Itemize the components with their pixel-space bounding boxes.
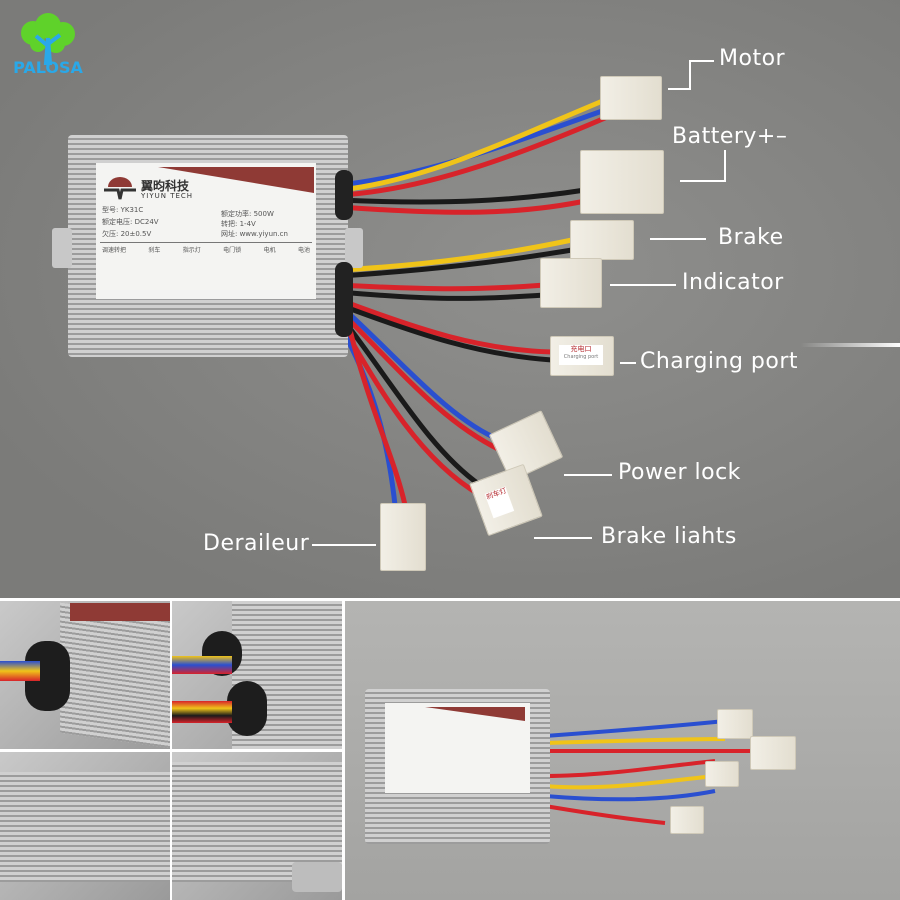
overview-connector <box>705 761 739 787</box>
brake-lights-callout: Brake liahts <box>601 524 737 549</box>
brand-cn: 翼昀科技 <box>141 179 190 193</box>
voltage-text: 额定电压: DC24V <box>102 218 159 226</box>
model-text: 型号: YK31C <box>102 206 144 214</box>
cable-grommet <box>335 170 353 220</box>
power-text: 额定功率: 500W <box>221 210 274 218</box>
indicator-callout: Indicator <box>682 270 784 295</box>
callout-line <box>680 180 726 182</box>
power-lock-callout: Power lock <box>618 460 741 485</box>
callout-line <box>312 544 376 546</box>
port-label: 调速转把 <box>102 247 127 254</box>
port-label: 刹车 <box>148 247 161 254</box>
callout-line <box>689 60 714 62</box>
palosa-tree-logo-icon <box>21 13 75 65</box>
brake-connector <box>570 220 634 260</box>
undervoltage-text: 欠压: 20±0.5V <box>102 230 152 238</box>
tag-cn: 充电口 <box>570 345 592 353</box>
tag-en: Charging port <box>563 354 599 360</box>
detail-photo-corner <box>0 752 170 900</box>
overview-connector <box>750 736 796 770</box>
cable-grommet <box>335 262 353 337</box>
yiyun-logo-icon <box>104 177 136 200</box>
motor-callout: Motor <box>719 46 786 71</box>
charging-port-callout: Charging port <box>640 349 799 374</box>
website-text: 网址: www.yiyun.cn <box>221 230 288 238</box>
callout-line <box>564 474 612 476</box>
detail-photo-mount <box>172 752 342 900</box>
derailleur-connector <box>380 503 426 571</box>
overview-connector <box>670 806 704 834</box>
callout-line <box>724 150 726 182</box>
battery-callout: Battery+– <box>672 124 788 149</box>
callout-line <box>689 60 691 90</box>
controller-label: 翼昀科技 YIYUN TECH 型号: YK31C 额定电压: DC24V 欠压… <box>96 163 316 299</box>
detail-photo-grommets <box>172 601 342 749</box>
callout-line <box>668 88 690 90</box>
overview-label <box>385 703 530 793</box>
detail-photo-cable-side <box>0 601 170 749</box>
motor-connector <box>600 76 662 120</box>
brake-callout: Brake <box>718 225 784 250</box>
callout-line <box>534 537 592 539</box>
port-label: 电池 <box>297 247 310 254</box>
indicator-connector <box>540 258 602 308</box>
port-label: 电机 <box>263 247 276 254</box>
brand-en: YIYUN TECH <box>141 192 194 200</box>
overview-wires <box>544 719 765 825</box>
battery-connector <box>580 150 664 214</box>
wires <box>337 97 608 508</box>
brake-light-tag: 刹车灯 <box>484 486 515 519</box>
port-label: 电门锁 <box>223 247 242 254</box>
mounting-tab <box>345 228 363 268</box>
throttle-text: 转把: 1-4V <box>221 220 256 228</box>
callout-line <box>650 238 706 240</box>
port-label: 指示灯 <box>182 247 201 254</box>
overview-photo <box>345 601 900 900</box>
mounting-tab <box>52 228 72 268</box>
logo-text: PALOSA <box>13 58 83 77</box>
derailleur-callout: Deraileur <box>203 531 310 556</box>
overview-connector <box>717 709 753 739</box>
light-streak <box>800 343 900 347</box>
main-product-photo: PALOSA 翼昀科技 YIYUN <box>0 0 900 598</box>
callout-line <box>620 362 636 364</box>
callout-line <box>610 284 676 286</box>
port-diagram: 调速转把 刹车 指示灯 电门锁 电机 电池 <box>100 242 312 294</box>
